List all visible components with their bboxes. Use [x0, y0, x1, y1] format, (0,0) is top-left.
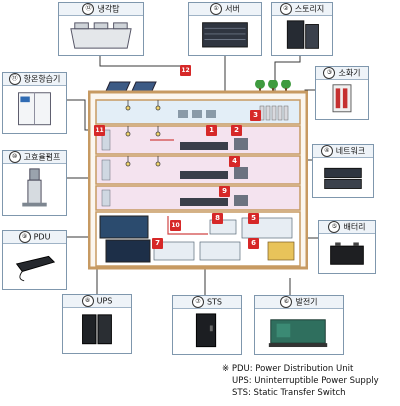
server-icon — [202, 22, 248, 48]
badge-5: 5 — [248, 213, 259, 224]
card-label: 스토리지 — [294, 4, 325, 14]
badge-7: 7 — [152, 238, 163, 249]
number-circle: ③ — [323, 67, 336, 79]
note-pdu: ※ PDU: Power Distribution Unit — [222, 364, 354, 374]
badge-1: 1 — [206, 125, 217, 136]
generator-icon — [268, 319, 328, 348]
cooling-tower-icon — [70, 22, 132, 49]
abbreviation-notes: ※ PDU: Power Distribution Unit UPS: Unin… — [222, 363, 379, 399]
badge-12: 12 — [180, 65, 191, 76]
thermo-hygrostat-icon — [18, 92, 51, 126]
number-circle: ① — [210, 3, 223, 15]
card-label: 배터리 — [343, 222, 366, 232]
booster-pump-icon — [22, 168, 47, 207]
storage-icon — [286, 20, 319, 49]
badge-10: 10 — [170, 220, 181, 231]
badge-11: 11 — [94, 125, 105, 136]
badge-4: 4 — [229, 156, 240, 167]
badge-9: 9 — [219, 186, 230, 197]
number-circle: ⑥ — [280, 296, 293, 308]
card-label: STS — [206, 297, 223, 307]
number-circle: ② — [279, 3, 292, 15]
data-center-building — [87, 79, 309, 270]
battery-icon — [330, 242, 364, 265]
number-circle: ⑫ — [82, 3, 95, 15]
number-circle: ⑩ — [8, 151, 21, 163]
note-sts: STS: Static Transfer Switch — [232, 388, 346, 398]
number-circle: ⑦ — [191, 296, 204, 308]
number-circle: ⑧ — [81, 295, 94, 307]
badge-6: 6 — [248, 238, 259, 249]
card-label: 항온항습기 — [23, 74, 61, 84]
badge-3: 3 — [250, 110, 261, 121]
number-circle: ④ — [320, 145, 333, 157]
card-label: 소화기 — [338, 68, 361, 78]
card-label: PDU — [33, 232, 51, 242]
card-label: 발전기 — [295, 297, 318, 307]
badge-8: 8 — [212, 213, 223, 224]
ups-icon — [82, 314, 112, 345]
network-switch-icon — [324, 167, 362, 189]
tree-icon — [255, 79, 291, 92]
sts-cabinet-icon — [195, 313, 217, 348]
pdu-icon — [15, 255, 56, 282]
number-circle: ⑪ — [8, 73, 21, 85]
solar-panel-icon — [105, 81, 157, 92]
card-label: 네트워크 — [335, 146, 366, 156]
fire-extinguisher-icon — [332, 84, 352, 113]
note-ups: UPS: Uninterruptible Power Supply — [232, 376, 379, 386]
badge-2: 2 — [231, 125, 242, 136]
card-label: 서버 — [225, 4, 240, 14]
building-cutaway-illustration — [87, 79, 309, 270]
number-circle: ⑤ — [328, 221, 341, 233]
card-label: 고효율펌프 — [23, 152, 61, 162]
card-label: UPS — [96, 296, 113, 306]
card-label: 냉각탑 — [97, 4, 120, 14]
number-circle: ⑨ — [18, 231, 31, 243]
